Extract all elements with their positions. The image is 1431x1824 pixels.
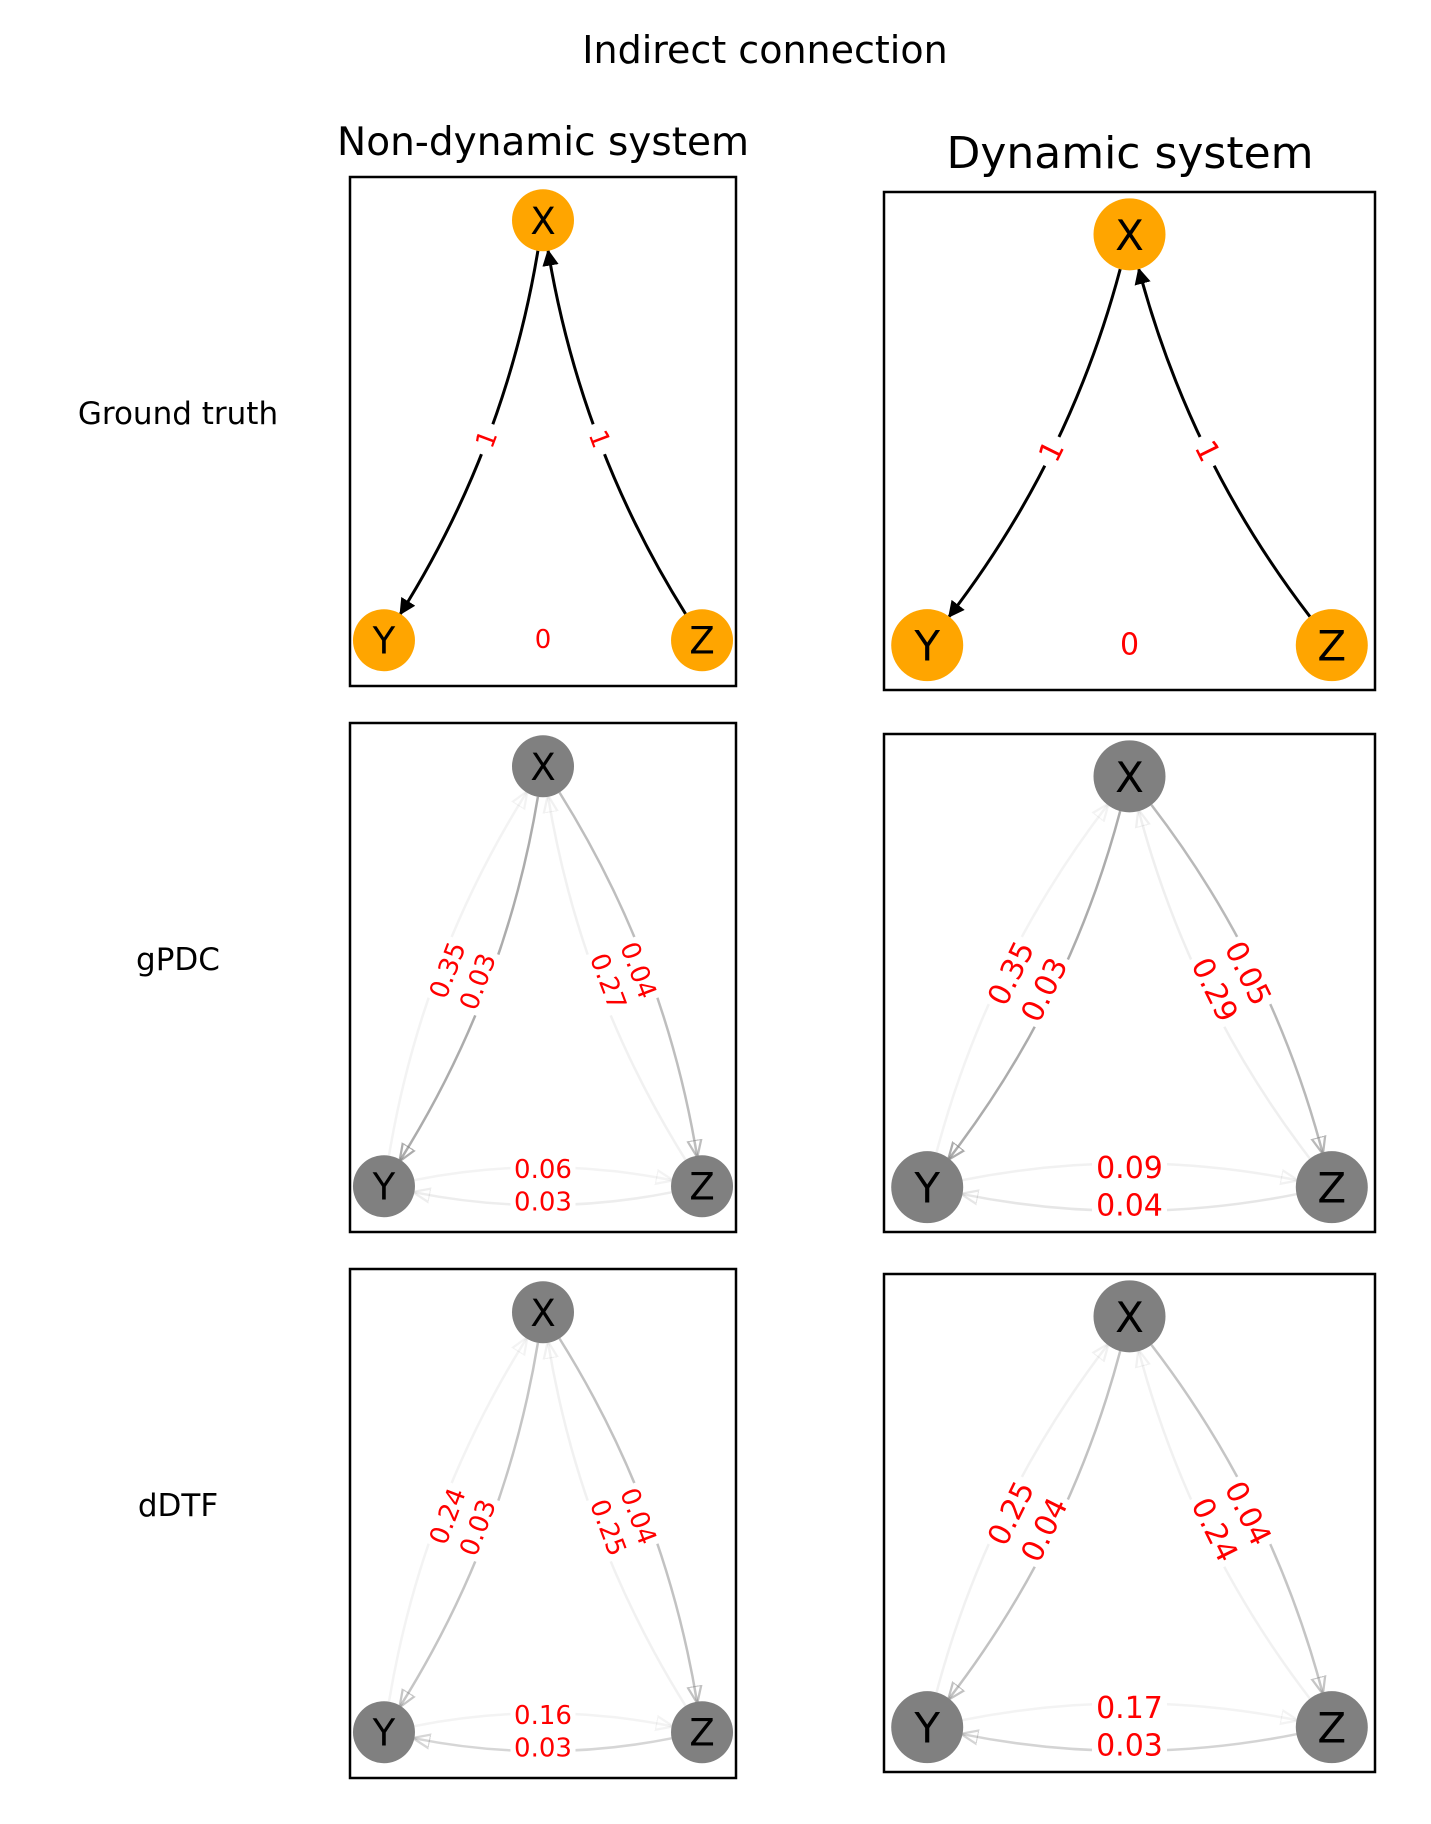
node-label-x: X: [530, 1292, 555, 1335]
edge-label-bg: [1025, 427, 1079, 476]
node-label-x: X: [530, 746, 555, 789]
edge-label-bg-x-y: [422, 934, 505, 1018]
edge-label-Y-to-Z: 0.04: [1096, 1188, 1163, 1223]
edge-label-bg-x-z: [1181, 932, 1281, 1032]
node-x: [512, 735, 574, 798]
edge-label-Y-to-Z: 0.03: [514, 1187, 572, 1217]
column-title-dynamic: Dynamic system: [946, 128, 1313, 179]
node-label-y: Y: [913, 1704, 940, 1753]
node-z: [1295, 1691, 1368, 1764]
edge-label-Y-to-Z: 0.03: [1096, 1728, 1163, 1763]
node-label-y: Y: [913, 622, 940, 671]
node-y: [352, 1701, 415, 1764]
node-label-y: Y: [372, 1166, 396, 1209]
edge-label-bg-x-y: [978, 1472, 1078, 1572]
node-z: [671, 609, 734, 672]
node-label-z: Z: [1317, 1164, 1346, 1213]
figure-title: Indirect connection: [582, 28, 947, 72]
row-label-gpdc: gPDC: [136, 942, 220, 978]
edge-label-y-z: 0: [535, 625, 552, 655]
edge-label-bg-x-y: [422, 1480, 505, 1564]
node-label-y: Y: [372, 620, 396, 663]
edge-label-Y-to-Z: 0.03: [514, 1733, 572, 1763]
edge-label-Z-to-Y: 0.17: [1096, 1691, 1163, 1726]
edge-label-bg-y-z: [510, 1154, 576, 1218]
edge-label-bg-x-z: [581, 934, 664, 1018]
edge-label-bg-x-z: [1181, 1472, 1281, 1572]
node-label-x: X: [1115, 211, 1144, 260]
node-x: [1093, 740, 1166, 813]
edge-label-bg: [1180, 427, 1234, 476]
edge-label-bg-y-z: [1092, 1150, 1167, 1224]
edge-label-y-z: 0: [1120, 628, 1139, 663]
edge-label-bg: [461, 416, 514, 463]
node-z: [1295, 1151, 1368, 1224]
panel-frame: [882, 190, 1377, 692]
edge-label-Z-to-Y: 0.09: [1096, 1151, 1163, 1186]
row-label-ddtf: dDTF: [138, 1488, 218, 1524]
panel-frame: [348, 1267, 738, 1780]
node-z: [671, 1701, 734, 1764]
panel-frame: [348, 721, 738, 1234]
node-label-z: Z: [1317, 622, 1346, 671]
edge-label-bg-y-z: [510, 1700, 576, 1764]
edge-label-Z-to-Y: 0.06: [514, 1155, 572, 1185]
node-label-z: Z: [689, 1712, 714, 1755]
node-label-z: Z: [689, 620, 714, 663]
row-label-ground-truth: Ground truth: [78, 396, 278, 432]
node-y: [352, 1155, 415, 1218]
node-x: [1093, 198, 1166, 271]
node-x: [512, 189, 574, 252]
node-x: [512, 1281, 574, 1344]
panel-frame: [882, 732, 1377, 1234]
node-label-z: Z: [689, 1166, 714, 1209]
panel-frame: [348, 175, 738, 688]
edge-label-bg-y-z: [1092, 1690, 1167, 1764]
node-label-x: X: [530, 200, 555, 243]
node-label-x: X: [1115, 1293, 1144, 1342]
node-y: [352, 609, 415, 672]
node-label-x: X: [1115, 753, 1144, 802]
edge-label-bg: [572, 416, 625, 463]
node-y: [891, 1151, 964, 1224]
edge-label-bg-x-z: [581, 1480, 664, 1564]
column-title-non-dynamic: Non-dynamic system: [337, 120, 749, 165]
node-label-y: Y: [913, 1164, 940, 1213]
node-y: [891, 609, 964, 682]
edge-label-bg-x-y: [978, 932, 1078, 1032]
node-y: [891, 1691, 964, 1764]
edge-label-Z-to-Y: 0.16: [514, 1701, 572, 1731]
node-label-z: Z: [1317, 1704, 1346, 1753]
node-x: [1093, 1280, 1166, 1353]
node-label-y: Y: [372, 1712, 396, 1755]
panel-frame: [882, 1272, 1377, 1774]
node-z: [671, 1155, 734, 1218]
node-z: [1295, 609, 1368, 682]
